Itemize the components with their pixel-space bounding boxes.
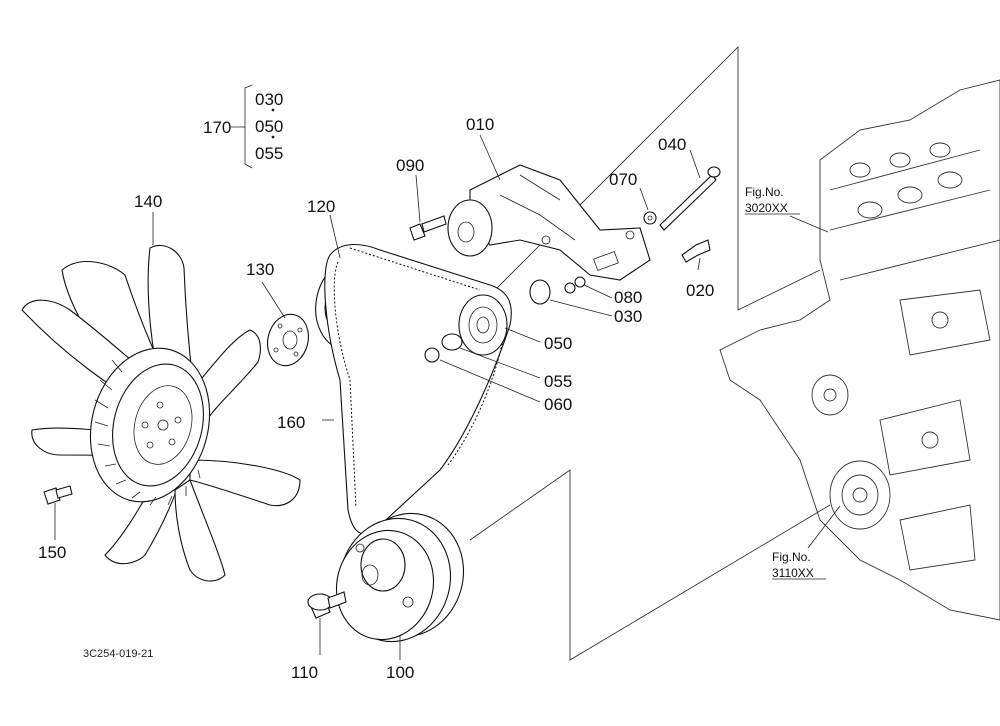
label-060: 060 (544, 395, 572, 414)
fig-ref-1-title: Fig.No. (745, 185, 784, 199)
label-160: 160 (277, 413, 305, 432)
label-110: 110 (291, 663, 318, 682)
label-080: 080 (614, 288, 642, 307)
label-100: 100 (386, 663, 414, 682)
label-120: 120 (307, 197, 335, 216)
label-170: 170 (203, 118, 231, 137)
cooling-fan (21, 244, 301, 582)
label-040: 040 (658, 135, 686, 154)
group-170-item-c: 055 (255, 144, 283, 163)
reference-frame-lines (469, 46, 831, 661)
fan-bolt (43, 485, 73, 505)
fan-spacer (266, 313, 310, 367)
engine-block (719, 79, 1000, 621)
crankshaft-pulley (335, 512, 465, 643)
label-050: 050 (544, 334, 572, 353)
group-170-item-b: 050 (255, 117, 283, 136)
label-090: 090 (396, 156, 424, 175)
label-055: 055 (544, 372, 572, 391)
bracket-bolt-090 (409, 215, 447, 241)
label-010: 010 (466, 115, 494, 134)
label-020: 020 (686, 281, 714, 300)
label-140: 140 (134, 192, 162, 211)
drawing-code: 3C254-019-21 (83, 648, 153, 660)
label-150: 150 (38, 543, 66, 562)
fan-bracket (447, 164, 651, 281)
adjust-bolt-040 (659, 166, 721, 231)
group-170-item-a: 030 (255, 90, 283, 109)
fig-ref-1-code: 3020XX (745, 201, 788, 215)
label-070: 070 (609, 170, 637, 189)
bolt-020 (681, 239, 711, 263)
fig-ref-2-code: 3110XX (772, 566, 814, 580)
label-130: 130 (246, 260, 274, 279)
nut-070 (643, 211, 657, 225)
leader-lines (54, 84, 841, 660)
crank-pulley-bolt (307, 591, 347, 619)
figure-references: Fig.No. 3020XX Fig.No. 3110XX (745, 185, 826, 580)
part-labels: 140 130 120 160 150 110 100 010 090 070 … (38, 90, 714, 682)
v-belt (324, 244, 512, 535)
tension-pulley-assembly (424, 276, 586, 363)
fig-ref-2-title: Fig.No. (772, 550, 811, 564)
label-030: 030 (614, 307, 642, 326)
